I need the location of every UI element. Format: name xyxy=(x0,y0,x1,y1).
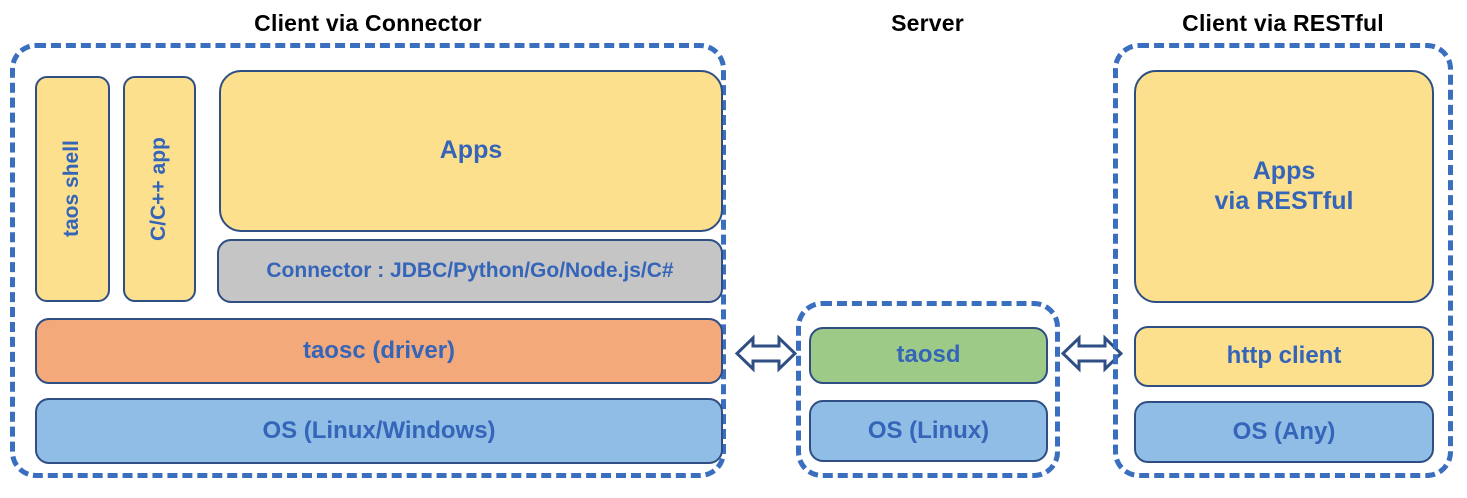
node-os-linux[interactable]: OS (Linux) xyxy=(809,400,1048,462)
title-client-via-restful: Client via RESTful xyxy=(1182,10,1384,36)
node-os-any[interactable]: OS (Any) xyxy=(1134,401,1434,463)
node-connector-list[interactable]: Connector : JDBC/Python/Go/Node.js/C# xyxy=(217,239,723,303)
node-apps-via-restful[interactable]: Apps via RESTful xyxy=(1134,70,1434,303)
node-apps-connector[interactable]: Apps xyxy=(219,70,723,232)
node-apps-via-restful-line2: via RESTful xyxy=(1214,186,1354,215)
double-headed-arrow-left xyxy=(735,331,797,376)
node-apps-via-restful-line1: Apps xyxy=(1252,157,1316,185)
double-headed-arrow-right xyxy=(1061,331,1123,376)
node-taos-shell[interactable]: taos shell xyxy=(35,76,110,302)
node-cpp-app[interactable]: C/C++ app xyxy=(123,76,196,302)
node-taosd[interactable]: taosd xyxy=(809,327,1048,384)
group-client-via-restful xyxy=(1113,43,1453,478)
title-client-via-connector: Client via Connector xyxy=(254,10,482,36)
node-os-linux-windows[interactable]: OS (Linux/Windows) xyxy=(35,398,723,464)
group-server xyxy=(796,301,1060,478)
title-server: Server xyxy=(891,10,964,36)
group-client-via-connector xyxy=(10,43,726,478)
node-taosc-driver[interactable]: taosc (driver) xyxy=(35,318,723,384)
node-http-client[interactable]: http client xyxy=(1134,326,1434,387)
